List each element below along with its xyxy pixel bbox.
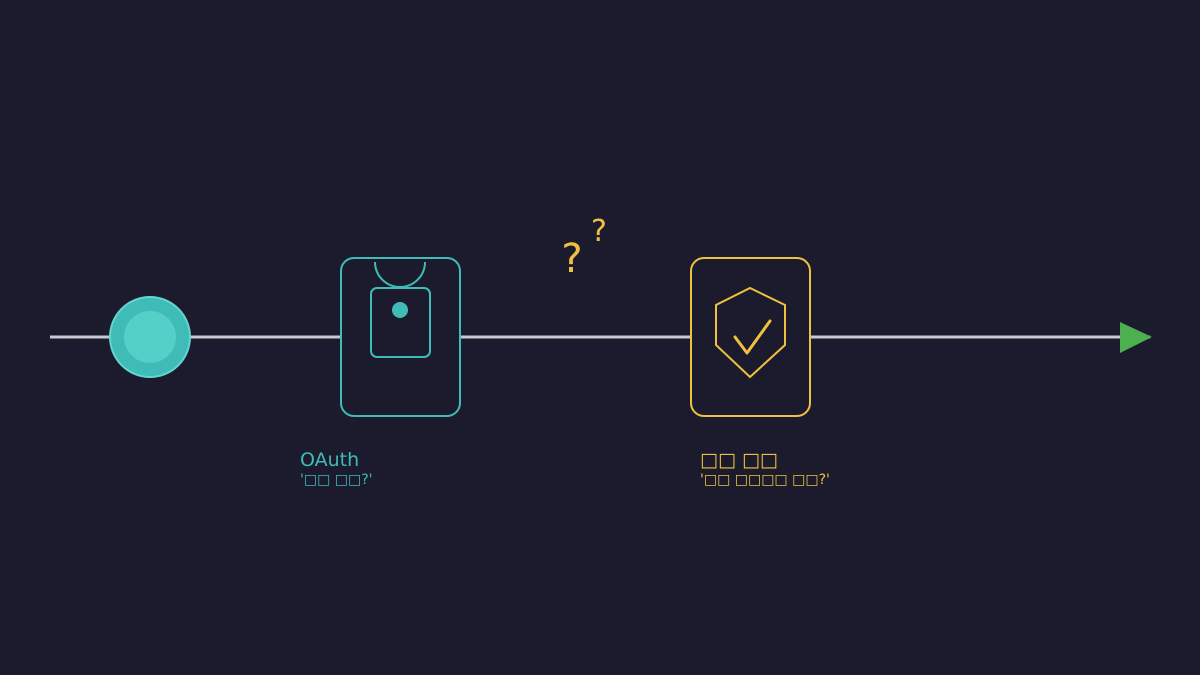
circle-node-icon: [109, 296, 191, 378]
step-subtitle: '□□ □□□□ □□?': [700, 472, 830, 488]
locked-badge-icon: [340, 257, 461, 417]
step-label-oauth: OAuth '□□ □□?': [300, 449, 373, 488]
step-subtitle: '□□ □□?': [300, 472, 373, 488]
question-mark-large: ?: [561, 236, 582, 282]
step-title: □□ □□: [700, 449, 778, 471]
step-label-verify: □□ □□ '□□ □□□□ □□?': [700, 449, 830, 488]
arrow-head-icon: [1120, 322, 1152, 353]
question-mark-small: ?: [591, 214, 607, 249]
shield-check-icon: [690, 257, 811, 417]
step-title: OAuth: [300, 449, 360, 471]
question-marks-icon: ? ?: [561, 214, 607, 282]
